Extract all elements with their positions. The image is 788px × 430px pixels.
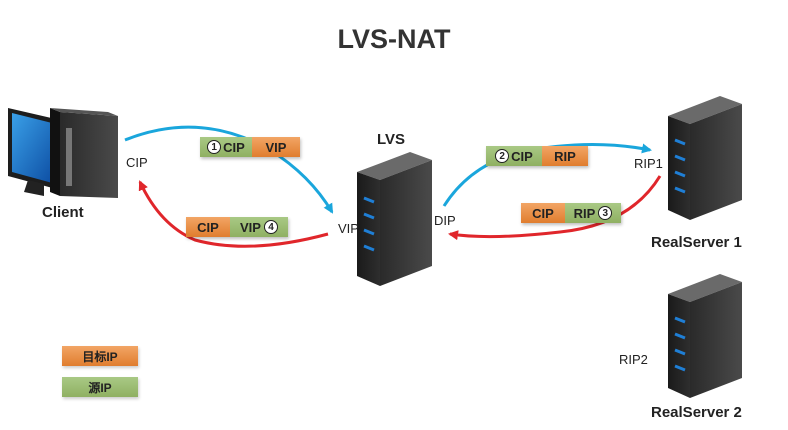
step-number-badge: 1 [207,140,222,154]
packet-step-4: CIP VIP 4 [186,217,288,237]
legend-destination-ip: 目标IP [62,346,138,366]
legend-source-ip: 源IP [62,377,138,397]
realserver1-label: RealServer 1 [651,234,742,251]
packet-source-ip: CIP [511,148,533,164]
packet-destination-ip: RIP [554,148,576,164]
lvs-server-icon [357,152,432,286]
packet-destination-ip: VIP [265,139,287,155]
packet-source-ip: VIP [240,219,261,235]
realserver2-label: RealServer 2 [651,404,742,421]
rip1-address-label: RIP1 [634,156,663,171]
client-label: Client [42,204,84,221]
packet-source-cell: VIP 4 [230,217,288,237]
packet-step-1: 1 CIP VIP [200,137,300,157]
packet-source-cell: RIP 3 [565,203,621,223]
realserver2-icon [668,274,742,398]
packet-destination-cell: VIP [252,137,300,157]
packet-destination-cell: CIP [521,203,565,223]
realserver1-icon [668,96,742,220]
packet-source-ip: RIP [573,205,596,221]
packet-destination-cell: CIP [186,217,230,237]
packet-destination-cell: RIP [542,146,588,166]
packet-source-cell: 2 CIP [486,146,542,166]
rip2-address-label: RIP2 [619,352,648,367]
packet-destination-ip: CIP [532,205,554,221]
step-number-badge: 2 [495,149,510,163]
dip-address-label: DIP [434,213,456,228]
step-number-badge: 4 [263,220,278,234]
lvs-label: LVS [377,131,406,148]
client-computer-icon [8,108,118,198]
packet-destination-ip: CIP [197,219,219,235]
packet-source-cell: 1 CIP [200,137,252,157]
response-arrow-realserver-to-lvs [448,175,662,241]
vip-address-label: VIP [338,221,359,236]
diagram-title: LVS-NAT [337,24,451,54]
response-arrow-lvs-to-client [138,180,329,248]
packet-step-2: 2 CIP RIP [486,146,588,166]
step-number-badge: 3 [598,206,613,220]
packet-source-ip: CIP [223,139,245,155]
packet-step-3: CIP RIP 3 [521,203,621,223]
cip-address-label: CIP [126,155,148,170]
